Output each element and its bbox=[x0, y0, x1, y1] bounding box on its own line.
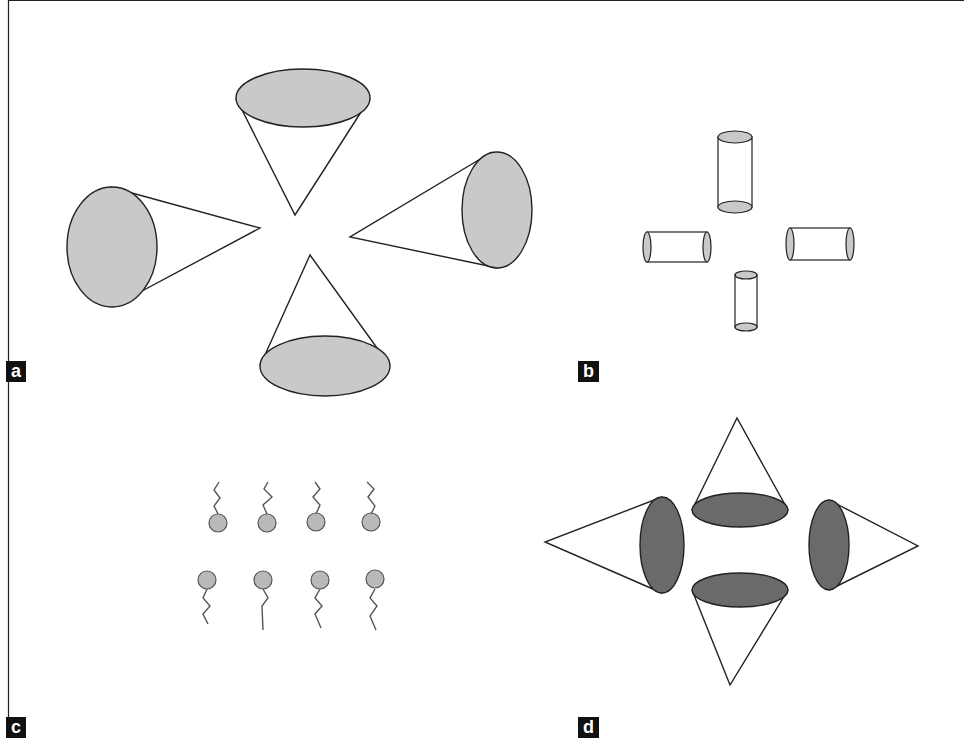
cone-group-d bbox=[545, 418, 918, 685]
cone-group-a bbox=[67, 69, 532, 396]
panel-label: d bbox=[578, 717, 599, 738]
panel-label: a bbox=[6, 361, 26, 382]
cylinder-group-b bbox=[643, 131, 854, 331]
panel-label: b bbox=[578, 361, 599, 382]
molecule-heads-c bbox=[198, 513, 384, 589]
molecule-group-c bbox=[203, 482, 377, 630]
panel-label: c bbox=[6, 717, 26, 738]
frame bbox=[8, 0, 964, 738]
